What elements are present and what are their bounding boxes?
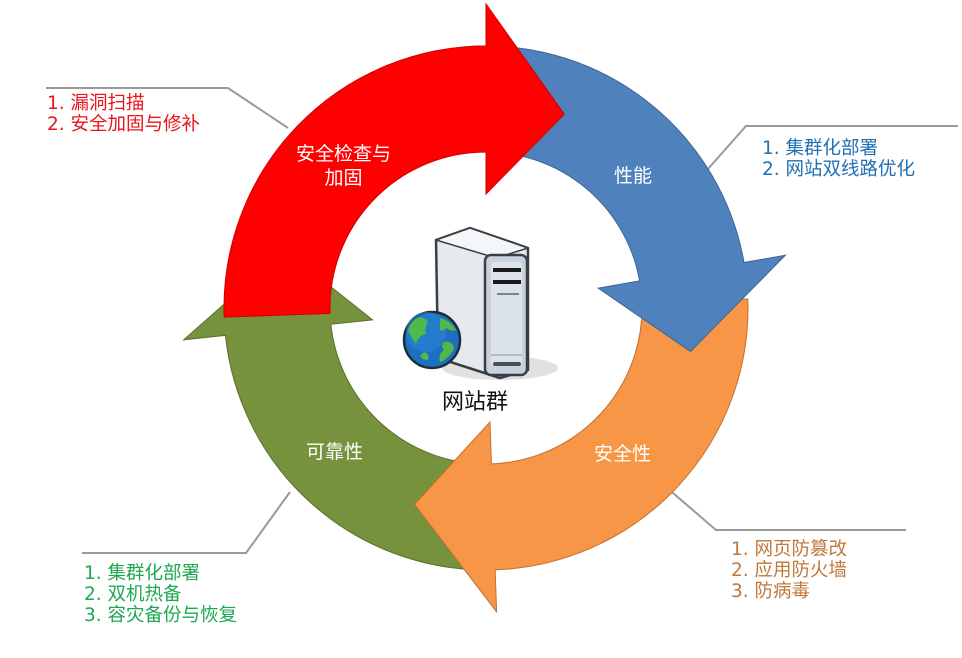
callout-item: 2. 安全加固与修补 — [47, 114, 201, 135]
callout-leader-line — [82, 491, 291, 554]
callout-item: 3. 防病毒 — [731, 581, 811, 602]
callout-item: 1. 漏洞扫描 — [47, 93, 145, 114]
callout-item: 1. 集群化部署 — [84, 563, 201, 584]
label-line: 可靠性 — [306, 441, 364, 463]
cycle-arrow-security-check — [223, 2, 565, 318]
label-line: 加固 — [324, 167, 363, 189]
callout-item: 1. 网页防篡改 — [731, 539, 848, 560]
callout-leader-line — [46, 87, 289, 129]
label-line: 安全检查与 — [296, 143, 392, 165]
arrow-label-reliability: 可靠性 — [306, 440, 363, 464]
globe-icon — [402, 310, 462, 370]
label-line: 性能 — [614, 165, 653, 187]
callout-leader-line — [699, 125, 958, 179]
callout-reliability: 1. 集群化部署 2. 双机热备 3. 容灾备份与恢复 — [84, 563, 237, 626]
cycle-arrow-security — [413, 298, 749, 614]
label-line: 安全性 — [594, 443, 652, 465]
callout-leader-line — [665, 486, 906, 531]
callout-item: 1. 集群化部署 — [762, 138, 879, 159]
callout-performance: 1. 集群化部署 2. 网站双线路优化 — [762, 138, 915, 180]
callout-item: 3. 容灾备份与恢复 — [84, 605, 238, 626]
callout-item: 2. 网站双线路优化 — [762, 159, 916, 180]
callout-item: 2. 双机热备 — [84, 584, 182, 605]
arrow-label-performance: 性能 — [614, 164, 652, 188]
callout-item: 2. 应用防火墙 — [731, 560, 848, 581]
arrow-label-security-check: 安全检查与 加固 — [296, 142, 391, 190]
callout-security-check: 1. 漏洞扫描 2. 安全加固与修补 — [47, 93, 200, 135]
cycle-arrow-reliability — [182, 249, 487, 571]
arrow-label-security: 安全性 — [594, 442, 651, 466]
callout-lines — [46, 87, 958, 554]
center-label: 网站群 — [442, 390, 509, 415]
callout-security: 1. 网页防篡改 2. 应用防火墙 3. 防病毒 — [731, 539, 847, 602]
